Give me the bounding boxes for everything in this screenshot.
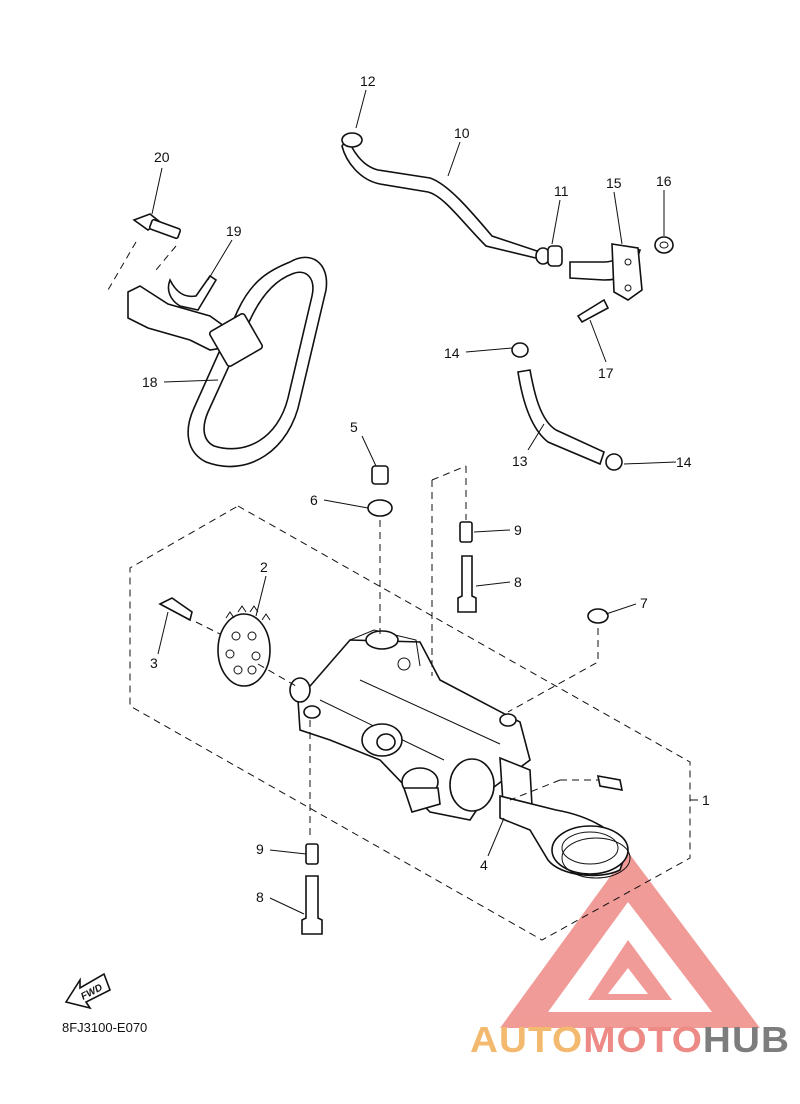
callout-9-upper: 9: [514, 522, 522, 538]
watermark-auto: AUTO: [470, 1019, 583, 1060]
o-ring-part: [587, 608, 609, 624]
oil-hose-group: [511, 342, 623, 471]
assembly-guide-lines: [309, 465, 599, 840]
callout-6: 6: [310, 492, 318, 508]
callout-3: 3: [150, 655, 158, 671]
callout-11: 11: [554, 183, 569, 199]
pump-drive-sprocket: [217, 605, 271, 687]
callout-14-lower: 14: [676, 454, 692, 470]
callout-20: 20: [154, 149, 170, 165]
drawing-code: 8FJ3100-E070: [62, 1020, 147, 1035]
callout-1: 1: [702, 792, 710, 808]
flange-bolt-upper: [457, 555, 477, 613]
callout-2: 2: [260, 559, 268, 575]
callout-16: 16: [656, 173, 672, 189]
breather-hose-group: [341, 132, 674, 324]
callout-12: 12: [360, 73, 376, 89]
callout-9-lower: 9: [256, 841, 264, 857]
watermark-moto: MOTO: [583, 1019, 703, 1060]
timing-chain-group: [107, 213, 328, 468]
callout-14-upper: 14: [444, 345, 460, 361]
leader-lines: [151, 89, 698, 915]
callout-8-upper: 8: [514, 574, 522, 590]
callout-18: 18: [142, 374, 158, 390]
assembly-outline: [129, 505, 691, 941]
collar-part: [371, 465, 389, 485]
callout-15: 15: [606, 175, 622, 191]
oil-pump-body: [289, 629, 631, 879]
dowel-pin-lower: [305, 843, 319, 865]
callout-10: 10: [454, 125, 470, 141]
callout-5: 5: [350, 419, 358, 435]
watermark-hub: HUB: [703, 1019, 790, 1060]
callout-4: 4: [480, 857, 488, 873]
flange-bolt-lower: [301, 875, 323, 935]
callout-19: 19: [226, 223, 242, 239]
oil-seal-part: [367, 499, 393, 517]
sprocket-bolt: [158, 597, 193, 622]
dowel-pin-upper: [459, 521, 473, 543]
callout-17: 17: [598, 365, 614, 381]
watermark-logo-icon: [500, 852, 760, 1028]
forward-arrow-icon: FWD: [64, 972, 112, 1010]
callout-7: 7: [640, 595, 648, 611]
callout-8-lower: 8: [256, 889, 264, 905]
callout-13: 13: [512, 453, 528, 469]
callout-labels: 12 10 11 15 16 17 14 13 14 20 19 18 5 6 …: [142, 73, 710, 905]
